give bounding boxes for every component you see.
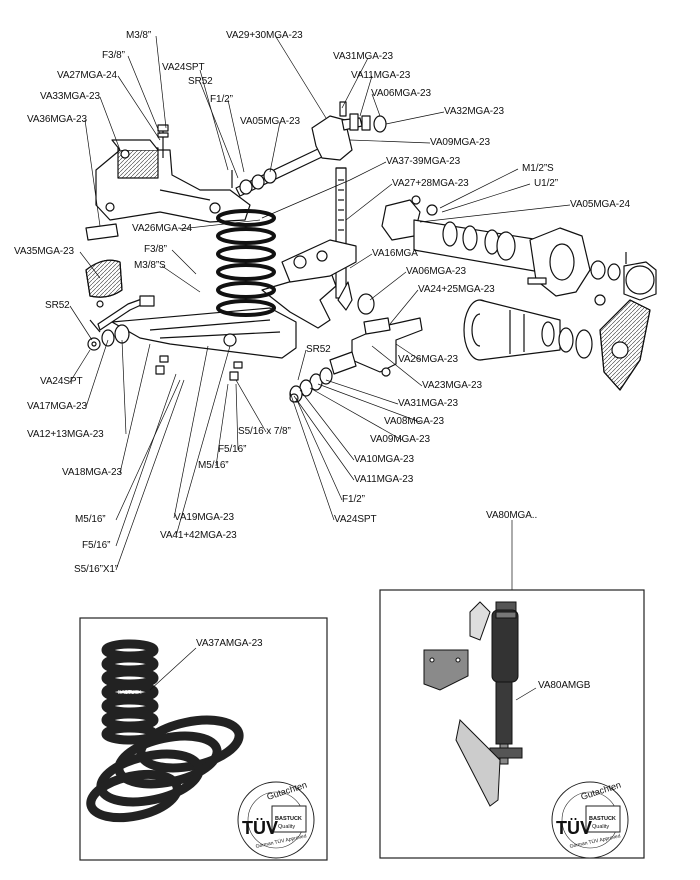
hub-assembly-upper (381, 195, 657, 306)
label-va80amgb: VA80AMGB (538, 680, 591, 691)
label-va09-b: VA09MGA-23 (370, 434, 430, 445)
label-m12s: M1/2”S (522, 163, 554, 174)
label-va27-28: VA27+28MGA-23 (392, 178, 469, 189)
spring-stamp: BASTUCK (118, 690, 142, 696)
label-s516x78: S5/16 x 7/8” (238, 426, 291, 437)
label-sr52-a: SR52 (188, 76, 213, 87)
label-va31-b: VA31MGA-23 (398, 398, 458, 409)
lower-trunnion (281, 239, 357, 311)
label-va36: VA36MGA-23 (27, 114, 87, 125)
label-va06-a: VA06MGA-23 (371, 88, 431, 99)
label-va27: VA27MGA-24 (57, 70, 117, 81)
label-va29-30: VA29+30MGA-23 (226, 30, 303, 41)
svg-text:BASTUCK: BASTUCK (275, 816, 302, 822)
label-va24spt-c: VA24SPT (334, 514, 377, 525)
label-va33: VA33MGA-23 (40, 91, 100, 102)
label-va19: VA19MGA-23 (174, 512, 234, 523)
coil-spring (216, 209, 276, 317)
spring-pair-image (86, 639, 244, 823)
label-sr52-c: SR52 (306, 344, 331, 355)
shock-absorber-image (423, 601, 523, 807)
label-va80mga: VA80MGA.. (486, 510, 538, 521)
label-sr52-b: SR52 (45, 300, 70, 311)
label-va26-23: VA26MGA-23 (398, 354, 458, 365)
label-va37-39: VA37-39MGA-23 (386, 156, 461, 167)
shock-absorber-body (95, 139, 251, 223)
lower-wishbone (111, 307, 297, 359)
label-va24-25: VA24+25MGA-23 (418, 284, 495, 295)
label-m516-a: M5/16” (198, 460, 229, 471)
rubber-buffer (85, 259, 123, 298)
leader-lines (69, 35, 571, 594)
hub-assembly-lower (463, 299, 651, 391)
fulcrum-bushes (87, 295, 155, 351)
label-va23: VA23MGA-23 (422, 380, 482, 391)
label-va24spt-b: VA24SPT (40, 376, 83, 387)
label-va05-24: VA05MGA-24 (570, 199, 630, 210)
label-va32: VA32MGA-23 (444, 106, 504, 117)
svg-text:Quality: Quality (592, 824, 609, 830)
label-va06-b: VA06MGA-23 (406, 266, 466, 277)
parts-layer (85, 101, 657, 403)
label-m516-b: M5/16” (75, 514, 106, 525)
svg-text:TÜV: TÜV (556, 818, 592, 838)
label-va11-b: VA11MGA-23 (354, 474, 414, 485)
label-f516-a: F5/16” (218, 444, 247, 455)
label-va08: VA08MGA-23 (384, 416, 444, 427)
label-va26-24: VA26MGA-24 (132, 223, 192, 234)
label-va35: VA35MGA-23 (14, 246, 74, 257)
label-m38-a: M3/8” (126, 30, 152, 41)
label-va11-a: VA11MGA-23 (351, 70, 411, 81)
bracket (85, 223, 119, 241)
label-va24spt-a: VA24SPT (162, 62, 205, 73)
label-f12-a: F1/2” (210, 94, 233, 105)
small-fasteners (89, 300, 243, 381)
label-va31-a: VA31MGA-23 (333, 51, 393, 62)
label-f12-b: F1/2” (342, 494, 365, 505)
tuv-badge-left (237, 781, 315, 859)
kingpin-assembly (311, 101, 387, 299)
stub-axle-lower (289, 293, 423, 403)
label-m38s: M3/8”S (134, 260, 166, 271)
svg-text:Quality: Quality (278, 824, 295, 830)
label-va37amga: VA37AMGA-23 (196, 638, 263, 649)
label-va41-42: VA41+42MGA-23 (160, 530, 237, 541)
label-va17: VA17MGA-23 (27, 401, 87, 412)
label-u12: U1/2” (534, 178, 558, 189)
svg-text:BASTUCK: BASTUCK (589, 816, 616, 822)
label-s516x1: S5/16”X1” (74, 564, 119, 575)
tuv-badge-right (551, 781, 629, 859)
label-f516-b: F5/16” (82, 540, 111, 551)
upper-pivot-shaft (235, 147, 325, 197)
svg-text:TÜV: TÜV (242, 818, 278, 838)
label-va18: VA18MGA-23 (62, 467, 122, 478)
label-va16: VA16MGA (372, 248, 418, 259)
label-va12-13: VA12+13MGA-23 (27, 429, 104, 440)
label-va05-a: VA05MGA-23 (240, 116, 300, 127)
label-f38-b: F3/8” (144, 244, 167, 255)
label-va09-a: VA09MGA-23 (430, 137, 490, 148)
label-f38-a: F3/8” (102, 50, 125, 61)
stud-bolts (157, 124, 233, 188)
label-va10: VA10MGA-23 (354, 454, 414, 465)
